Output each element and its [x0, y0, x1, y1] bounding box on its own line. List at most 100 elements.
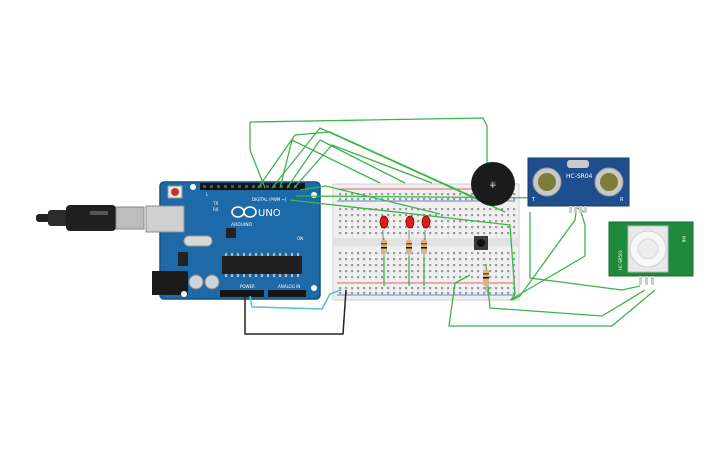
- breadboard-hole: [429, 270, 432, 273]
- resistor-1[interactable]: [381, 238, 387, 258]
- breadboard-hole: [351, 264, 354, 267]
- breadboard-hole: [507, 292, 510, 295]
- breadboard-hole: [417, 193, 420, 196]
- push-button[interactable]: [474, 236, 488, 250]
- breadboard-hole: [483, 252, 486, 255]
- breadboard-hole: [339, 198, 342, 201]
- breadboard-hole: [489, 220, 492, 223]
- breadboard-hole: [375, 264, 378, 267]
- breadboard-hole: [465, 208, 468, 211]
- breadboard-hole: [435, 287, 438, 290]
- led-red-3[interactable]: [421, 215, 431, 240]
- sensor-r-label: R: [620, 197, 624, 203]
- ultrasonic-sensor[interactable]: HC-SR04 T R: [527, 157, 630, 213]
- breadboard-hole: [429, 292, 432, 295]
- resistor-2[interactable]: [406, 238, 412, 258]
- breadboard-hole: [393, 208, 396, 211]
- usb-cable[interactable]: [36, 205, 145, 231]
- breadboard-hole: [507, 232, 510, 235]
- breadboard-hole: [345, 226, 348, 229]
- breadboard-hole: [363, 198, 366, 201]
- wire[interactable]: [509, 211, 586, 301]
- breadboard-hole: [351, 220, 354, 223]
- breadboard-hole: [435, 198, 438, 201]
- breadboard-hole: [381, 258, 384, 261]
- breadboard-hole: [387, 208, 390, 211]
- wire[interactable]: [286, 139, 406, 189]
- wire[interactable]: [448, 274, 656, 327]
- breadboard-hole: [495, 226, 498, 229]
- breadboard-hole: [513, 220, 516, 223]
- breadboard-hole: [495, 270, 498, 273]
- breadboard-hole: [417, 287, 420, 290]
- breadboard-hole: [429, 232, 432, 235]
- breadboard-hole: [495, 258, 498, 261]
- wire[interactable]: [511, 211, 577, 301]
- breadboard-hole: [405, 193, 408, 196]
- breadboard-hole: [381, 276, 384, 279]
- wire[interactable]: [271, 127, 506, 213]
- breadboard-hole: [471, 276, 474, 279]
- breadboard-hole: [381, 270, 384, 273]
- wire[interactable]: [293, 144, 433, 189]
- breadboard-hole: [459, 198, 462, 201]
- breadboard-hole: [363, 270, 366, 273]
- breadboard-hole: [501, 232, 504, 235]
- breadboard-hole: [453, 220, 456, 223]
- sensor-model: HC-SR04: [566, 173, 593, 180]
- wire[interactable]: [289, 199, 516, 301]
- breadboard-hole: [453, 252, 456, 255]
- breadboard-hole: [345, 193, 348, 196]
- pir-sensor[interactable]: HC-SR501 PIR: [608, 221, 694, 285]
- breadboard-hole: [501, 292, 504, 295]
- resistor-3[interactable]: [421, 238, 427, 258]
- breadboard-hole: [405, 214, 408, 217]
- breadboard-hole: [381, 287, 384, 290]
- breadboard-hole: [411, 208, 414, 211]
- sensor-t-label: T: [531, 197, 536, 203]
- breadboard-hole: [501, 287, 504, 290]
- breadboard-hole: [447, 292, 450, 295]
- breadboard-hole: [435, 276, 438, 279]
- breadboard-hole: [447, 193, 450, 196]
- breadboard-hole: [417, 264, 420, 267]
- led-red-1[interactable]: [379, 215, 389, 240]
- breadboard-hole: [345, 276, 348, 279]
- breadboard-hole: [513, 226, 516, 229]
- breadboard-hole: [357, 270, 360, 273]
- wire[interactable]: [529, 212, 641, 291]
- power-header[interactable]: [220, 290, 264, 297]
- wire[interactable]: [249, 117, 488, 189]
- breadboard-hole: [375, 193, 378, 196]
- breadboard-hole: [339, 208, 342, 211]
- breadboard-hole: [447, 287, 450, 290]
- resistor-4[interactable]: [483, 266, 489, 292]
- breadboard-hole: [387, 264, 390, 267]
- breadboard-hole: [501, 220, 504, 223]
- piezo-buzzer[interactable]: +: [471, 162, 515, 206]
- breadboard-hole: [495, 264, 498, 267]
- wire-gnd[interactable]: [244, 289, 347, 335]
- breadboard-hole: [393, 226, 396, 229]
- breadboard-hole: [489, 214, 492, 217]
- capacitor: [188, 274, 204, 290]
- wire-group[interactable]: [249, 117, 656, 327]
- wire[interactable]: [299, 185, 441, 215]
- breadboard-hole: [351, 193, 354, 196]
- breadboard-hole: [483, 264, 486, 267]
- model-label: UNO: [258, 208, 281, 219]
- arduino-board[interactable]: UNO ARDUINO DIGITAL (PWM ~) POWER ANALOG…: [145, 181, 321, 300]
- breadboard-hole: [465, 220, 468, 223]
- breadboard-hole: [423, 198, 426, 201]
- analog-header[interactable]: [268, 290, 306, 297]
- breadboard-hole: [501, 258, 504, 261]
- breadboard-hole: [441, 232, 444, 235]
- breadboard-hole: [459, 193, 462, 196]
- breadboard-hole: [405, 258, 408, 261]
- wire[interactable]: [279, 139, 381, 189]
- breadboard-hole: [351, 258, 354, 261]
- breadboard-hole: [393, 258, 396, 261]
- wire-5v[interactable]: [249, 289, 342, 310]
- breadboard-hole: [513, 214, 516, 217]
